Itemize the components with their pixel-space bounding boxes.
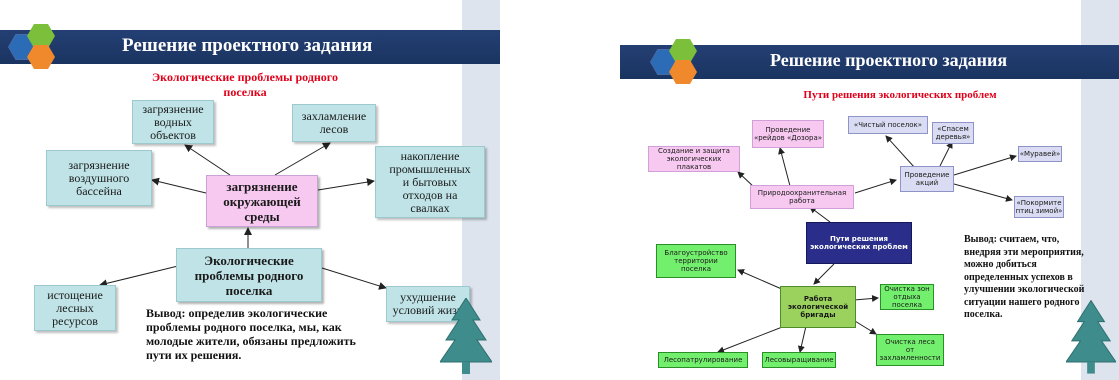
node-actions: Проведение акций bbox=[900, 166, 954, 192]
node-improvement: Благоустройство территории поселка bbox=[656, 244, 736, 278]
root-problems-node: Экологические проблемы родного поселка bbox=[176, 248, 322, 302]
node-raids: Проведение «рейдов «Дозора» bbox=[752, 120, 824, 148]
pine-tree-icon bbox=[440, 298, 492, 374]
diagram-subtitle: Экологические проблемы родного поселка bbox=[130, 70, 360, 100]
conclusion-text: Вывод: определив экологические проблемы … bbox=[146, 306, 356, 362]
connector-arrows bbox=[717, 135, 1017, 354]
header-band bbox=[0, 30, 500, 64]
node-forest-clean: Очистка леса от захламленности bbox=[876, 334, 944, 366]
node-brigade: Работа экологической бригады bbox=[780, 286, 856, 328]
connector-arrows bbox=[99, 142, 387, 290]
node-feed-birds: «Покормите птиц зимой» bbox=[1014, 196, 1064, 218]
item-air-pollution: загрязнение воздушного бассейна bbox=[46, 150, 152, 206]
center-pollution-node: загрязнение окружающей среды bbox=[206, 175, 318, 227]
item-water-pollution: загрязнение водных объектов bbox=[132, 100, 214, 144]
header-band bbox=[620, 45, 1119, 79]
node-save-trees: «Спасем деревья» bbox=[932, 122, 974, 144]
node-reforest: Лесовыращивание bbox=[762, 352, 836, 368]
diagram-subtitle: Пути решения экологических проблем bbox=[803, 89, 997, 101]
item-waste-accumulation: накопление промышленных и бытовых отходо… bbox=[375, 146, 485, 218]
page-title: Решение проектного задания bbox=[122, 35, 373, 56]
node-anthill: «Муравей» bbox=[1018, 146, 1062, 162]
node-nature-work: Природоохранительная работа bbox=[750, 185, 854, 209]
subtitle-line: поселка bbox=[223, 85, 267, 99]
conclusion-text: Вывод: считаем, что, внедряя эти меропри… bbox=[964, 234, 1085, 320]
item-resource-depletion: истощение лесных ресурсов bbox=[34, 285, 116, 331]
node-posters: Создание и защита экологических плакатов bbox=[648, 146, 740, 172]
node-center-solutions: Пути решения экологических проблем bbox=[806, 222, 912, 264]
pine-tree-icon bbox=[1066, 300, 1116, 374]
node-rest-zones: Очистка зон отдыха поселка bbox=[880, 284, 934, 310]
node-patrol: Лесопатрулирование bbox=[658, 352, 748, 368]
node-clean-village: «Чистый поселок» bbox=[848, 116, 928, 134]
slide-right: Решение проектного задания Пути решения … bbox=[620, 0, 1119, 380]
subtitle-line: Экологические проблемы родного bbox=[152, 70, 338, 84]
item-forest-littering: захламление лесов bbox=[292, 104, 376, 142]
page-title: Решение проектного задания bbox=[770, 50, 1008, 70]
slide-left: Решение проектного задания Экологические… bbox=[0, 0, 500, 380]
